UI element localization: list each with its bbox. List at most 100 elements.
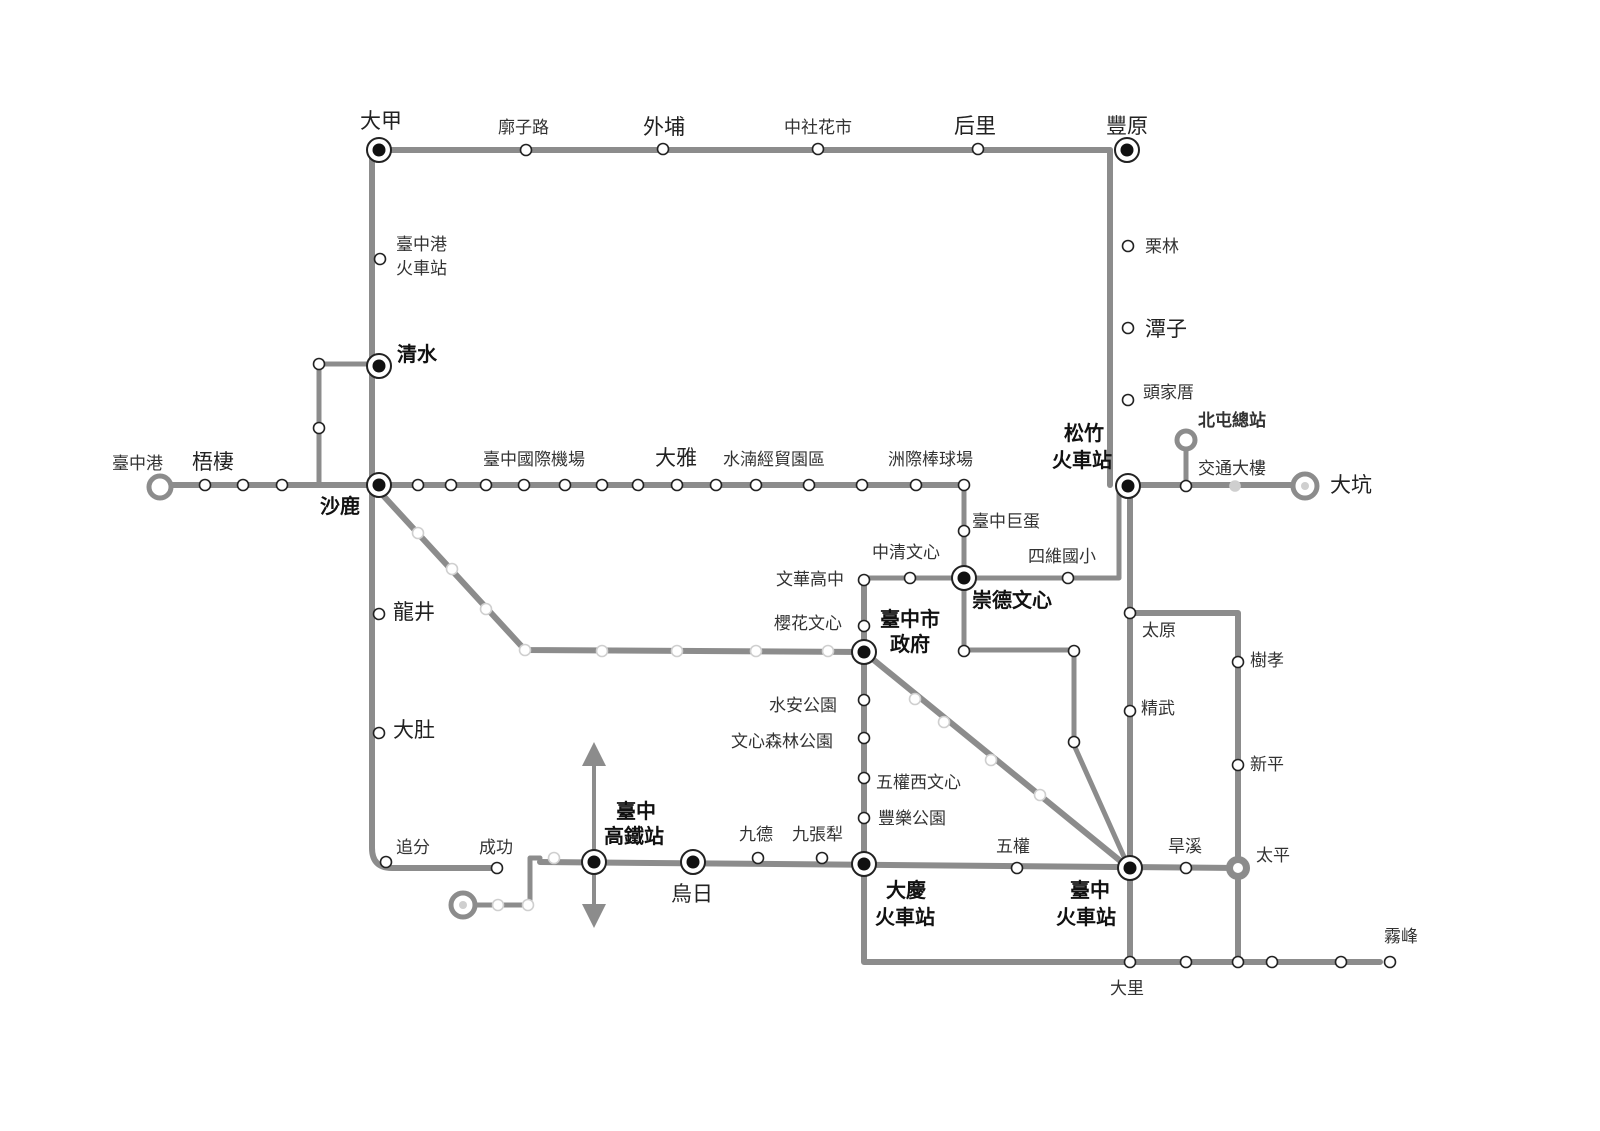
station-dali[interactable] (1123, 955, 1137, 969)
hub-songzhu[interactable] (1115, 473, 1141, 499)
station-light-9[interactable] (908, 692, 922, 706)
station-light-8[interactable] (821, 644, 835, 658)
station-ew-13[interactable] (909, 478, 923, 492)
station-light-14[interactable] (491, 898, 505, 912)
station-siwei-elementary[interactable] (1061, 571, 1075, 585)
station-ew-9[interactable] (709, 478, 723, 492)
station-ew-5[interactable] (558, 478, 572, 492)
station-yinghua-wenxin[interactable] (857, 619, 871, 633)
station-shuxiao[interactable] (1231, 655, 1245, 669)
label-city-hall-1: 臺中市 (880, 607, 940, 631)
hub-hsr[interactable] (581, 849, 607, 875)
station-traffic-building[interactable] (1179, 479, 1193, 493)
station-light-4[interactable] (518, 643, 532, 657)
station-light-11[interactable] (984, 753, 998, 767)
station-xinping[interactable] (1231, 758, 1245, 772)
station-light-5[interactable] (595, 644, 609, 658)
hubs (366, 137, 1143, 881)
hub-qingshui[interactable] (366, 353, 392, 379)
station-zhongshehuashi[interactable] (811, 142, 825, 156)
terminal-taiping[interactable] (1226, 856, 1250, 880)
station-chongde-loop-a[interactable] (957, 644, 971, 658)
station-light-7[interactable] (749, 644, 763, 658)
station-waipu[interactable] (656, 142, 670, 156)
station-light-13[interactable] (547, 851, 561, 865)
station-light-1[interactable] (411, 526, 425, 540)
station-ew-12[interactable] (855, 478, 869, 492)
station-wuqi-b[interactable] (236, 478, 250, 492)
label-tanzi: 潭子 (1145, 317, 1187, 341)
station-light-2[interactable] (445, 562, 459, 576)
hub-taichung-station[interactable] (1117, 855, 1143, 881)
station-wuquan-west[interactable] (857, 771, 871, 785)
station-houli[interactable] (971, 142, 985, 156)
terminal-taichung-port[interactable] (146, 473, 174, 501)
station-bottom-3[interactable] (1231, 955, 1245, 969)
station-liaozilu[interactable] (519, 143, 533, 157)
station-hanxi[interactable] (1179, 861, 1193, 875)
station-ew-4[interactable] (517, 478, 531, 492)
station-toujiacuo[interactable] (1121, 393, 1135, 407)
station-qingshui-branch-stop[interactable] (312, 421, 326, 435)
station-ew-2[interactable] (444, 478, 458, 492)
label-hanxi: 旱溪 (1168, 837, 1202, 857)
label-shalu: 沙鹿 (320, 494, 360, 518)
station-fengle-park[interactable] (857, 811, 871, 825)
line-qingshui-branch (316, 361, 375, 488)
terminal-beitun-depot[interactable] (1174, 428, 1198, 452)
arrow-down-icon (582, 904, 606, 928)
station-wuquan[interactable] (1010, 861, 1024, 875)
station-qingshui-branch-end[interactable] (312, 357, 326, 371)
station-longjing[interactable] (372, 607, 386, 621)
hub-dajia[interactable] (366, 137, 392, 163)
station-ew-6[interactable] (595, 478, 609, 492)
station-songzhu-dakeng-mid[interactable] (1229, 480, 1241, 492)
terminal-dakeng[interactable] (1290, 471, 1320, 501)
station-light-15[interactable] (521, 898, 535, 912)
station-lilin[interactable] (1121, 239, 1135, 253)
station-zhuifen[interactable] (379, 855, 393, 869)
station-jiude[interactable] (751, 851, 765, 865)
station-shuinan[interactable] (802, 478, 816, 492)
station-light-12[interactable] (1033, 788, 1047, 802)
station-shuian-park[interactable] (857, 693, 871, 707)
hub-wuri[interactable] (680, 849, 706, 875)
station-chongde-loop-c[interactable] (1067, 735, 1081, 749)
station-taichung-port-station[interactable] (373, 252, 387, 266)
station-bottom-4[interactable] (1265, 955, 1279, 969)
station-wuqi-c[interactable] (275, 478, 289, 492)
station-light-3[interactable] (479, 602, 493, 616)
station-daya[interactable] (670, 478, 684, 492)
station-light-6[interactable] (670, 644, 684, 658)
station-jiuzhangli[interactable] (815, 851, 829, 865)
station-wuqi-a[interactable] (198, 478, 212, 492)
station-bottom-5[interactable] (1334, 955, 1348, 969)
station-chongde-loop-b[interactable] (1067, 644, 1081, 658)
label-shuinan: 水湳經貿園區 (723, 450, 825, 470)
station-tanzi[interactable] (1121, 321, 1135, 335)
station-dadu[interactable] (372, 726, 386, 740)
station-ew-10[interactable] (749, 478, 763, 492)
station-intercontinental[interactable] (957, 478, 971, 492)
station-jingwu[interactable] (1123, 704, 1137, 718)
station-ew-7[interactable] (631, 478, 645, 492)
hub-chongde-wenxin[interactable] (951, 565, 977, 591)
terminal-west-spur[interactable] (448, 890, 478, 920)
hub-city-hall[interactable] (851, 639, 877, 665)
label-zhongqing-wenxin: 中清文心 (872, 543, 940, 563)
station-taiyuan[interactable] (1123, 606, 1137, 620)
hub-fengyuan[interactable] (1114, 137, 1140, 163)
hub-daqing[interactable] (851, 851, 877, 877)
station-wenxin-forest[interactable] (857, 731, 871, 745)
station-wufeng[interactable] (1383, 955, 1397, 969)
station-chenggong[interactable] (490, 861, 504, 875)
station-taichung-arena[interactable] (957, 524, 971, 538)
station-ew-3[interactable] (479, 478, 493, 492)
station-ew-1[interactable] (411, 478, 425, 492)
station-light-10[interactable] (937, 715, 951, 729)
station-bottom-2[interactable] (1179, 955, 1193, 969)
station-zhongqing-wenxin[interactable] (903, 571, 917, 585)
hub-shalu[interactable] (366, 472, 392, 498)
label-taiyuan: 太原 (1142, 621, 1176, 641)
station-wenhua-senior[interactable] (857, 573, 871, 587)
